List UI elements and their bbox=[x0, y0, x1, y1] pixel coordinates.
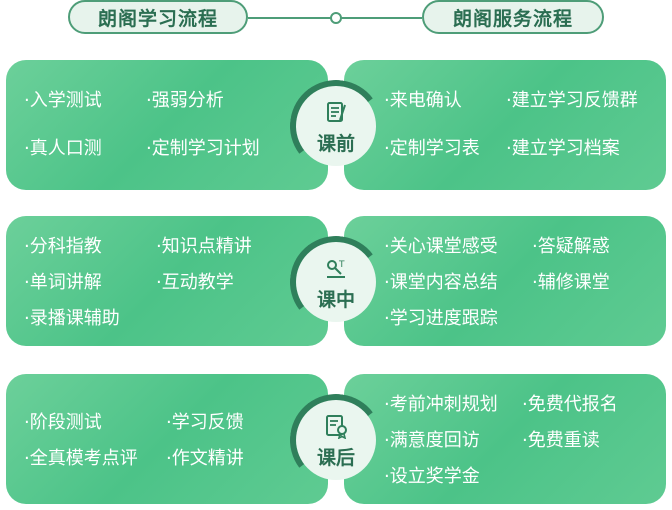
list-item: ·作文精讲 bbox=[166, 448, 244, 469]
list-item: ·定制学习表 bbox=[384, 138, 480, 159]
list-item: ·来电确认 bbox=[384, 90, 462, 111]
list-item: ·免费重读 bbox=[522, 430, 600, 451]
list-item: ·满意度回访 bbox=[384, 430, 480, 451]
svg-text:T: T bbox=[338, 260, 345, 270]
notebook-icon bbox=[327, 102, 346, 122]
list-item: ·学习进度跟踪 bbox=[384, 308, 498, 329]
after-class-badge: 课后 bbox=[296, 400, 376, 480]
list-item: ·分科指教 bbox=[24, 236, 102, 257]
list-item: ·全真模考点评 bbox=[24, 448, 138, 469]
header-connector-left bbox=[248, 17, 332, 19]
list-item: ·答疑解惑 bbox=[532, 236, 610, 257]
in-class-learning-card: ·分科指教 ·知识点精讲 ·单词讲解 ·互动教学 ·录播课辅助 bbox=[6, 216, 328, 346]
list-item: ·建立学习档案 bbox=[506, 138, 620, 159]
certificate-icon bbox=[326, 415, 347, 439]
list-item: ·阶段测试 bbox=[24, 412, 102, 433]
learning-process-title: 朗阁学习流程 bbox=[68, 0, 248, 34]
in-class-badge: T 课中 bbox=[296, 242, 376, 322]
stage-label: 课后 bbox=[316, 447, 355, 469]
list-item: ·辅修课堂 bbox=[532, 272, 610, 293]
list-item: ·课堂内容总结 bbox=[384, 272, 498, 293]
after-class-learning-card: ·阶段测试 ·学习反馈 ·全真模考点评 ·作文精讲 bbox=[6, 374, 328, 504]
list-item: ·互动教学 bbox=[156, 272, 234, 293]
list-item: ·免费代报名 bbox=[522, 394, 618, 415]
stage-label: 课前 bbox=[316, 133, 355, 155]
list-item: ·录播课辅助 bbox=[24, 308, 120, 329]
list-item: ·单词讲解 bbox=[24, 272, 102, 293]
list-item: ·入学测试 bbox=[24, 90, 102, 111]
before-class-badge: 课前 bbox=[296, 86, 376, 166]
before-class-service-card: ·来电确认 ·建立学习反馈群 ·定制学习表 ·建立学习档案 bbox=[344, 60, 666, 190]
in-class-service-card: ·关心课堂感受 ·答疑解惑 ·课堂内容总结 ·辅修课堂 ·学习进度跟踪 bbox=[344, 216, 666, 346]
list-item: ·关心课堂感受 bbox=[384, 236, 498, 257]
list-item: ·考前冲刺规划 bbox=[384, 394, 498, 415]
header-connector-right bbox=[340, 17, 422, 19]
list-item: ·强弱分析 bbox=[146, 90, 224, 111]
stage-label: 课中 bbox=[316, 289, 355, 311]
service-process-title: 朗阁服务流程 bbox=[422, 0, 604, 34]
list-item: ·建立学习反馈群 bbox=[506, 90, 638, 111]
list-item: ·设立奖学金 bbox=[384, 466, 480, 487]
after-class-service-card: ·考前冲刺规划 ·免费代报名 ·满意度回访 ·免费重读 ·设立奖学金 bbox=[344, 374, 666, 504]
before-class-learning-card: ·入学测试 ·强弱分析 ·真人口测 ·定制学习计划 bbox=[6, 60, 328, 190]
list-item: ·知识点精讲 bbox=[156, 236, 252, 257]
list-item: ·定制学习计划 bbox=[146, 138, 260, 159]
list-item: ·真人口测 bbox=[24, 138, 102, 159]
list-item: ·学习反馈 bbox=[166, 412, 244, 433]
pen-writing-icon: T bbox=[327, 260, 345, 278]
